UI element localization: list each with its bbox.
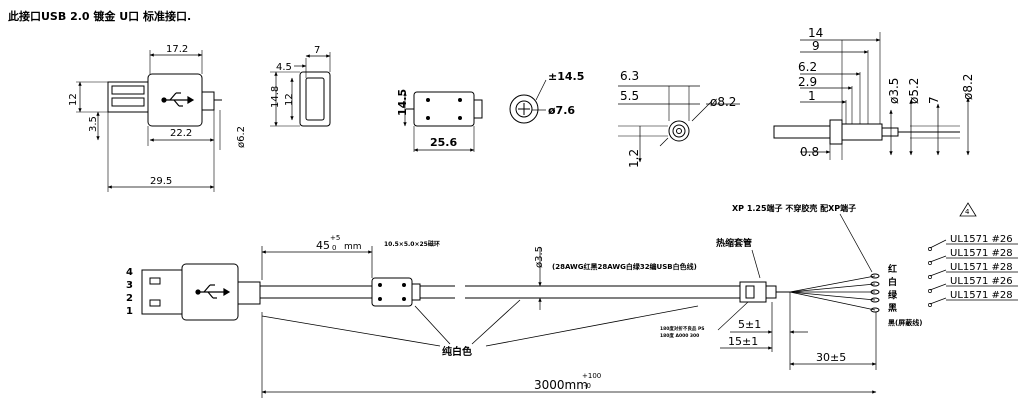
small-note-2: 180度 A000 300 [660,332,699,339]
plug-height-dim: 12 [68,93,79,106]
drawing-title: 此接口USB 2.0 镀金 U口 标准接口. [8,9,191,23]
ferrite-outer-dim: ±14.5 [548,70,584,83]
dim-3000-tol-up: +100 [582,372,601,380]
cable-dia-label: ø3.5 [534,246,545,268]
plug-end-dim-a: 4.5 [276,62,292,73]
terminal-dia-c: 7 [927,96,941,104]
ul-leaders [928,239,1018,307]
dim-3000-tol-dn: -0 [584,382,591,390]
ul-label: UL1571 #26 [950,276,1013,287]
terminal-dia-b: ø5.2 [907,78,921,104]
plug-total-dim: 29.5 [150,176,172,187]
plug-body-dim: 22.2 [170,128,192,139]
terminal-dim-9: 9 [812,39,820,53]
dim-45-tol-upper: +5 [330,234,340,242]
dim-3000: 3000mm [534,378,588,392]
assembly-terminal [739,273,880,313]
cable-dim-c: 1.2 [627,149,641,168]
cable-dim-a: 6.3 [620,69,639,83]
dim-45-value: 45 [316,239,330,252]
assembly-usb-icon [195,284,231,299]
ferrite-side-view [403,91,483,152]
pin-number: 4 [126,267,133,278]
connector-note: XP 1.25端子 不穿胶壳 配XP端子 [732,203,856,213]
pin-numbers: 4 3 2 1 [126,267,133,317]
usb-trident-icon [161,92,195,107]
dim-45-tol-lower: 0 [332,244,336,252]
cable-spec-label: (28AWG红黑28AWG白绿32编USB白色线) [552,262,697,271]
wire-label: 黑 [888,303,897,314]
terminal-detail-view [773,32,970,160]
dim-30: 30±5 [816,351,846,364]
terminal-dim-14: 14 [808,26,823,40]
wire-label: 白 [888,276,897,288]
plug-end-view [270,52,331,127]
cable-dia-dim: ø8.2 [710,95,736,109]
plug-end-dim-b: 7 [314,45,320,56]
assembly-ferrite [371,277,740,307]
ul-label: UL1571 #26 [950,234,1013,245]
plug-end-dim-outer: 14.8 [270,86,281,108]
cable-section-view [618,85,740,163]
wire-label: 黑(屏蔽线) [888,318,922,327]
dim-45-lines [261,246,542,310]
color-callout-lines [261,299,699,347]
terminal-dim-2-9: 2.9 [798,75,817,89]
right-dims [261,292,877,398]
ferrite-height-dim: 14.5 [396,89,409,116]
ul-label: UL1571 #28 [950,290,1013,301]
small-note-1: 180度对折不良品 PS [660,325,705,332]
terminal-dim-0-8: 0.8 [800,145,819,159]
dim-5: 5±1 [738,318,761,331]
ferrite-end-view [509,79,547,124]
wire-label: 红 [888,263,897,275]
terminal-dia-d: ø8.2 [961,74,975,100]
heatshrink-label: 热缩套管 [716,237,752,249]
ferrite-inner-dim: ø7.6 [548,104,575,117]
ferrite-note: 10.5×5.0×25磁环 [384,240,440,248]
ul-label: UL1571 #28 [950,262,1013,273]
pin-number: 3 [126,280,133,291]
pin-number: 2 [126,293,133,304]
ferrite-length-dim: 25.6 [430,136,457,149]
pin-number: 1 [126,306,133,317]
plug-end-dim-inner: 12 [284,93,295,106]
plug-dia-dim: ø6.2 [236,126,247,148]
revision-mark: 4 [959,202,977,217]
dim-45-unit: mm [344,242,362,252]
wire-labels: 红 白 绿 黑 黑(屏蔽线) [888,263,922,327]
revision-number: 4 [965,208,970,216]
wire-label: 绿 [888,289,898,301]
terminal-dim-1: 1 [808,89,816,103]
terminal-dia-a: ø3.5 [887,78,901,104]
color-note: 纯白色 [442,345,472,358]
plug-width-dim: 17.2 [166,44,188,55]
ul-labels: UL1571 #26 UL1571 #28 UL1571 #28 UL1571 … [950,234,1013,301]
assembly-plug [141,263,372,321]
plug-strain-relief [201,91,215,111]
plug-offset-dim: 3.5 [88,116,99,132]
dim-15: 15±1 [728,335,758,348]
plug-side-view [76,50,222,192]
cable-dim-b: 5.5 [620,89,639,103]
terminal-dim-6-2: 6.2 [798,60,817,74]
ul-label: UL1571 #28 [950,248,1013,259]
